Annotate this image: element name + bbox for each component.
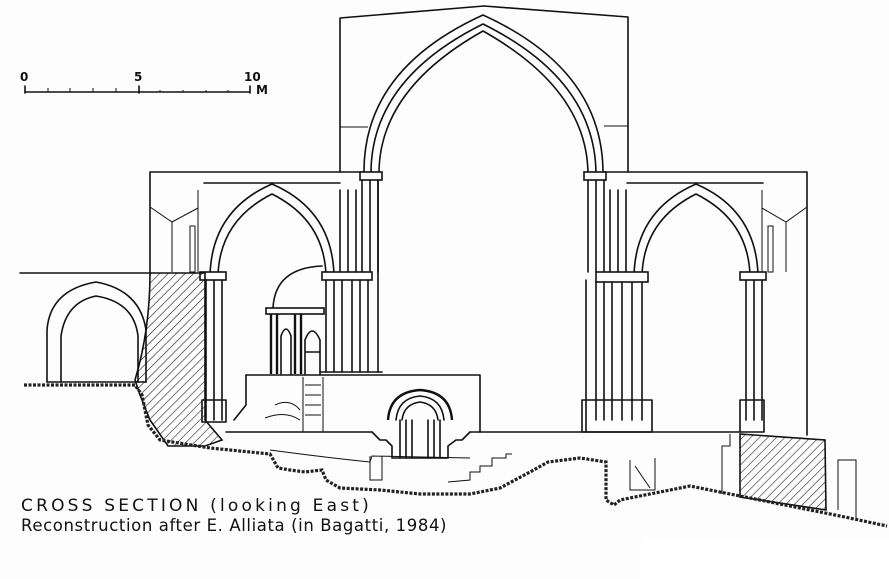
scale-label-10: 10 (244, 70, 261, 84)
blank-corner-region (642, 540, 889, 579)
ground-line (24, 383, 888, 528)
right-half-column (739, 271, 767, 433)
right-foundation (739, 433, 827, 511)
aisle-walls (149, 171, 808, 436)
caption-credit: Reconstruction after E. Alliata (in Baga… (21, 516, 448, 535)
scale-bar (24, 85, 251, 94)
substructure (269, 449, 656, 491)
left-aisle-arch (209, 183, 335, 276)
central-arch (363, 14, 604, 176)
right-pit (721, 434, 731, 494)
scale-label-5: 5 (134, 70, 143, 84)
right-outer-stub (837, 459, 857, 518)
edicule (233, 265, 481, 433)
nave-upper-wall (339, 5, 629, 173)
caption-title: CROSS SECTION (looking East) (21, 496, 372, 516)
crypt-doorway (371, 388, 471, 459)
left-clustered-pier (319, 171, 383, 373)
left-outer-structure (19, 272, 224, 447)
right-aisle-arch (633, 183, 759, 276)
scale-unit: M (256, 83, 268, 97)
scale-label-0: 0 (20, 70, 29, 84)
right-clustered-pier (581, 171, 653, 433)
